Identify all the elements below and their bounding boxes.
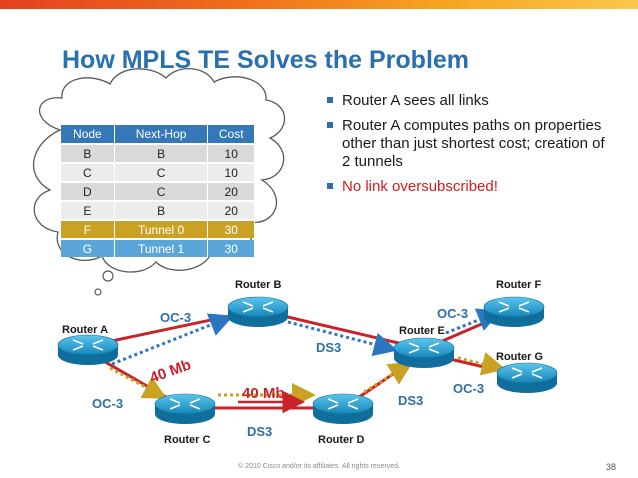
bullet-item: Router A computes paths on properties ot… bbox=[326, 117, 606, 171]
table-cell: Tunnel 1 bbox=[114, 240, 209, 257]
copyright-footer: © 2010 Cisco and/or its affiliates. All … bbox=[238, 463, 400, 470]
table-cell: C bbox=[114, 183, 209, 200]
table-row-tunnel-1: G Tunnel 1 30 bbox=[61, 240, 255, 257]
table-cell: 20 bbox=[208, 202, 255, 219]
tunnel-1-d-e bbox=[363, 361, 414, 394]
router-a-label: Router A bbox=[62, 324, 108, 336]
routing-table: Node Next-Hop Cost B B 10 C C 10 D C 20 … bbox=[61, 123, 255, 259]
traffic-label-tunnel-upper: 40 Mb bbox=[148, 356, 194, 387]
router-g-icon bbox=[496, 362, 558, 394]
router-d-icon bbox=[312, 393, 374, 425]
table-row: B B 10 bbox=[61, 145, 255, 162]
link-label-e-g: OC-3 bbox=[453, 381, 484, 396]
router-d-label: Router D bbox=[318, 434, 365, 446]
bullet-item: Router A sees all links bbox=[326, 92, 606, 110]
page-number: 38 bbox=[606, 462, 617, 472]
column-header-node: Node bbox=[61, 125, 115, 143]
tunnel-1-a-c bbox=[109, 366, 168, 399]
router-c-icon bbox=[154, 393, 216, 425]
table-cell: 30 bbox=[208, 240, 255, 257]
router-f-label: Router F bbox=[496, 279, 542, 291]
router-e-label: Router E bbox=[399, 325, 445, 337]
table-cell: C bbox=[114, 164, 209, 181]
link-label-d-e: DS3 bbox=[398, 393, 423, 408]
router-e-icon bbox=[393, 337, 455, 369]
table-cell: 30 bbox=[208, 221, 255, 238]
traffic-label-tunnel-lower: 40 Mb bbox=[242, 385, 285, 402]
table-cell: B bbox=[114, 145, 209, 162]
link-label-b-e: DS3 bbox=[316, 340, 341, 355]
bullet-item-highlight: No link oversubscribed! bbox=[326, 178, 606, 196]
link-label-e-f: OC-3 bbox=[437, 306, 468, 321]
link-label-a-b: OC-3 bbox=[160, 310, 191, 325]
thought-bubble-tiny bbox=[94, 288, 102, 296]
column-header-next-hop: Next-Hop bbox=[114, 125, 209, 143]
table-cell: E bbox=[61, 202, 115, 219]
table-cell: D bbox=[61, 183, 115, 200]
table-cell: 10 bbox=[208, 164, 255, 181]
table-row: E B 20 bbox=[61, 202, 255, 219]
router-b-label: Router B bbox=[235, 279, 282, 291]
top-accent-bar bbox=[0, 0, 638, 9]
tunnel-0-a-b bbox=[111, 313, 234, 366]
table-cell: 20 bbox=[208, 183, 255, 200]
table-cell: Tunnel 0 bbox=[114, 221, 209, 238]
table-cell: G bbox=[61, 240, 115, 257]
routing-table-header: Node Next-Hop Cost bbox=[61, 125, 255, 143]
link-label-a-c: OC-3 bbox=[92, 396, 123, 411]
bullet-list: Router A sees all links Router A compute… bbox=[326, 92, 606, 203]
router-g-label: Router G bbox=[496, 351, 543, 363]
thought-bubble-small bbox=[102, 270, 114, 282]
tunnel-1-e-g bbox=[457, 352, 506, 376]
router-a-icon bbox=[57, 334, 119, 366]
link-label-c-d: DS3 bbox=[247, 424, 272, 439]
table-cell: 10 bbox=[208, 145, 255, 162]
table-cell: B bbox=[61, 145, 115, 162]
table-row-tunnel-0: F Tunnel 0 30 bbox=[61, 221, 255, 238]
router-c-label: Router C bbox=[164, 434, 211, 446]
router-b-icon bbox=[227, 296, 289, 328]
router-f-icon bbox=[483, 296, 545, 328]
table-row: D C 20 bbox=[61, 183, 255, 200]
table-row: C C 10 bbox=[61, 164, 255, 181]
table-cell: B bbox=[114, 202, 209, 219]
table-cell: C bbox=[61, 164, 115, 181]
table-cell: F bbox=[61, 221, 115, 238]
column-header-cost: Cost bbox=[208, 125, 255, 143]
